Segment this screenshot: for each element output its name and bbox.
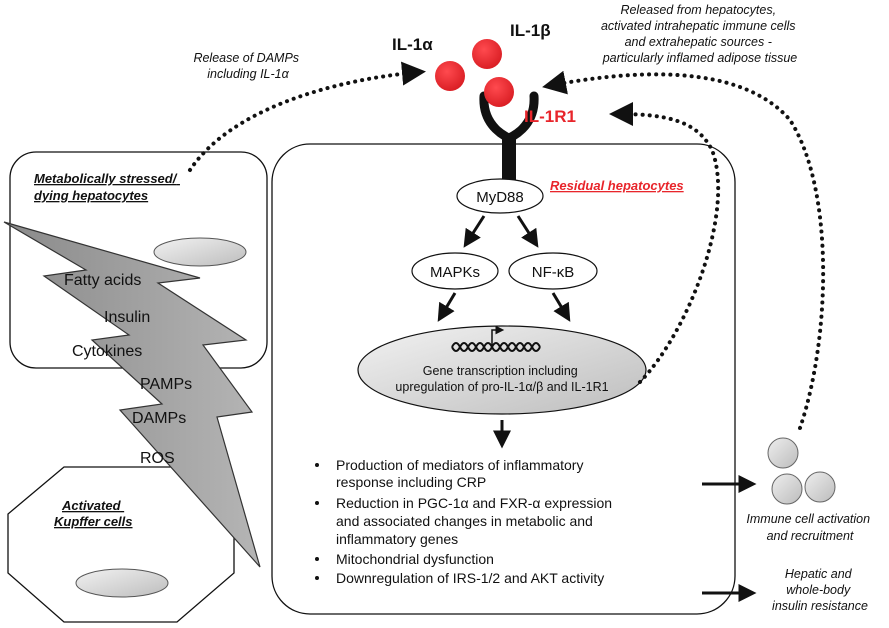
il1r1-label: IL-1R1 [524,107,576,126]
bullet-item: Downregulation of IRS-1/2 and AKT activi… [336,570,604,586]
arrow-myd88-to-mapks [463,215,486,248]
myd88-node [456,178,544,214]
bolt-item-pamps: PAMPs [140,376,192,393]
stressed-hepatocyte-nucleus [153,237,247,267]
damps-release-label: Release of DAMPs including IL-1α [193,51,302,81]
immune-cell-icon [771,473,803,505]
bolt-item-insulin: Insulin [104,309,150,326]
bullet-dot-icon [315,463,319,467]
nfkb-node [508,252,598,290]
nfkb-label: NF-κB [532,264,575,281]
stressed-hepatocyte-title: Metabolically stressed/ dying hepatocyte… [34,171,180,203]
stress-signal-bolt [3,221,261,568]
il1r1-receptor-stem-icon [502,136,516,180]
bullet-dot-icon [315,557,319,561]
bullet-item: Reduction in PGC-1α and FXR-α expression… [336,495,616,547]
bullet-dot-icon [315,576,319,580]
il1a-ligand-icon [435,61,465,91]
il1a-label: IL-1α [392,35,433,54]
dotted-arrow-immune-to-ligands [542,70,826,430]
bolt-item-fatty-acids: Fatty acids [64,272,141,289]
arrow-nfkb-to-transcription [551,292,571,322]
myd88-label: MyD88 [476,189,524,206]
dna-helix-icon [451,342,541,352]
bolt-item-damps: DAMPs [132,410,186,427]
kupffer-title: Activated Kupffer cells [54,498,133,529]
il1-bound-ligand-icon [484,77,514,107]
il1b-ligand-icon [472,39,502,69]
immune-activation-label: Immune cell activation and recruitment [746,512,873,543]
residual-hepatocytes-title: Residual hepatocytes [550,178,684,193]
bolt-item-ros: ROS [140,450,175,467]
outcome-bullet-list: Production of mediators of inflammatory … [315,457,616,586]
il1b-label: IL-1β [510,21,551,40]
sources-label: Released from hepatocytes, activated int… [601,3,799,65]
arrow-mapks-to-transcription [437,292,457,322]
bolt-item-cytokines: Cytokines [72,343,142,360]
immune-cell-icon [804,471,836,503]
dotted-arrow-transcription-to-receptor [609,102,721,384]
kupffer-cell-nucleus [75,568,169,598]
mapks-label: MAPKs [430,264,480,281]
arrow-myd88-to-nfkb [516,215,539,248]
bullet-dot-icon [315,501,319,505]
dotted-arrow-damps-release [188,61,426,172]
gene-transcription-label: Gene transcription including upregulatio… [395,364,608,394]
insulin-resistance-label: Hepatic and whole-body insulin resistanc… [772,567,868,613]
promoter-arrow-icon [491,325,505,346]
mapks-node [411,252,499,290]
bullet-item: Production of mediators of inflammatory … [336,457,587,490]
immune-cell-icon [767,437,799,469]
bullet-item: Mitochondrial dysfunction [336,551,494,567]
